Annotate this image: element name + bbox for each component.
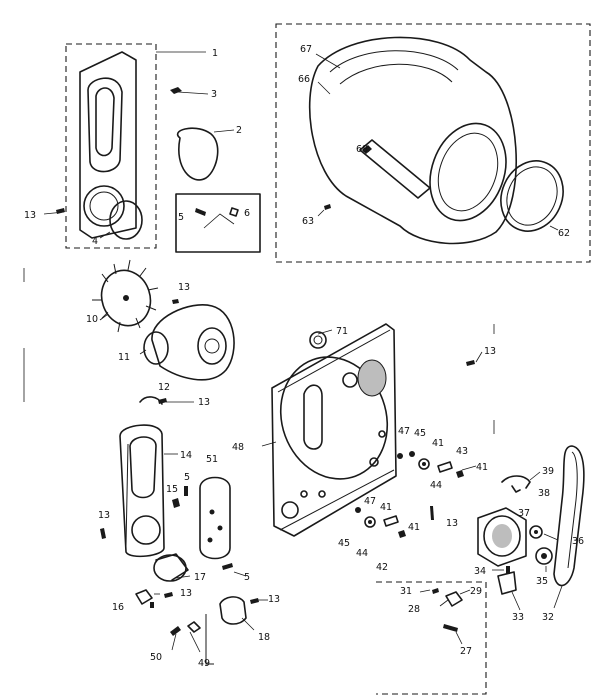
callout-45: 45: [414, 428, 426, 439]
drum-group: [275, 23, 591, 263]
callout-13: 13: [178, 282, 190, 293]
callout-50: 50: [150, 652, 162, 663]
blower-group: [23, 259, 259, 665]
callout-41: 41: [380, 502, 392, 513]
callout-63: 63: [302, 216, 314, 227]
callout-28: 28: [408, 604, 420, 615]
callout-42: 42: [376, 562, 388, 573]
callout-34: 34: [474, 566, 486, 577]
callout-10: 10: [86, 314, 98, 325]
callout-16: 16: [112, 602, 124, 613]
callout-13: 13: [198, 397, 210, 408]
callout-13: 13: [24, 210, 36, 221]
callout-13: 13: [268, 594, 280, 605]
callout-49: 49: [198, 658, 210, 669]
callout-44: 44: [430, 480, 442, 491]
callout-4: 4: [92, 236, 98, 247]
callout-47: 47: [364, 496, 376, 507]
callout-13: 13: [484, 346, 496, 357]
callout-32: 32: [542, 612, 554, 623]
callout-37: 37: [518, 508, 530, 519]
callout-12: 12: [158, 382, 170, 393]
callout-15: 15: [166, 484, 178, 495]
callout-67: 67: [300, 44, 312, 55]
callout-47: 47: [398, 426, 410, 437]
callout-5: 5: [184, 472, 190, 483]
callout-13: 13: [180, 588, 192, 599]
bulkhead-group: [271, 323, 495, 538]
callout-35: 35: [536, 576, 548, 587]
callout-36: 36: [572, 536, 584, 547]
leader-lines: [43, 53, 563, 653]
callout-1: 1: [212, 48, 218, 59]
callout-38: 38: [538, 488, 550, 499]
callout-2: 2: [236, 125, 242, 136]
callout-14: 14: [180, 450, 192, 461]
callout-31: 31: [400, 586, 412, 597]
callout-18: 18: [258, 632, 270, 643]
callout-66: 66: [298, 74, 310, 85]
callout-6: 6: [244, 208, 250, 219]
callout-13: 13: [446, 518, 458, 529]
callout-41: 41: [476, 462, 488, 473]
callout-51: 51: [206, 454, 218, 465]
callout-3: 3: [211, 89, 217, 100]
callout-29: 29: [470, 586, 482, 597]
callout-48: 48: [232, 442, 244, 453]
callout-62: 62: [558, 228, 570, 239]
callout-13: 13: [98, 510, 110, 521]
callout-43: 43: [456, 446, 468, 457]
callout-5: 5: [178, 212, 184, 223]
callout-5: 5: [244, 572, 250, 583]
callout-68: 68: [356, 144, 368, 155]
callout-41: 41: [408, 522, 420, 533]
callout-11: 11: [118, 352, 130, 363]
callout-27: 27: [460, 646, 472, 657]
callout-45: 45: [338, 538, 350, 549]
motor-group: [376, 445, 585, 695]
callout-41: 41: [432, 438, 444, 449]
callout-33: 33: [512, 612, 524, 623]
callout-71: 71: [336, 326, 348, 337]
front-panel-group: [56, 43, 261, 253]
callout-17: 17: [194, 572, 206, 583]
callout-44: 44: [356, 548, 368, 559]
callout-labels: 1 3 2 13 4 5 6 67 66 68 63 62 13 10 11 1…: [24, 44, 584, 669]
callout-39: 39: [542, 466, 554, 477]
